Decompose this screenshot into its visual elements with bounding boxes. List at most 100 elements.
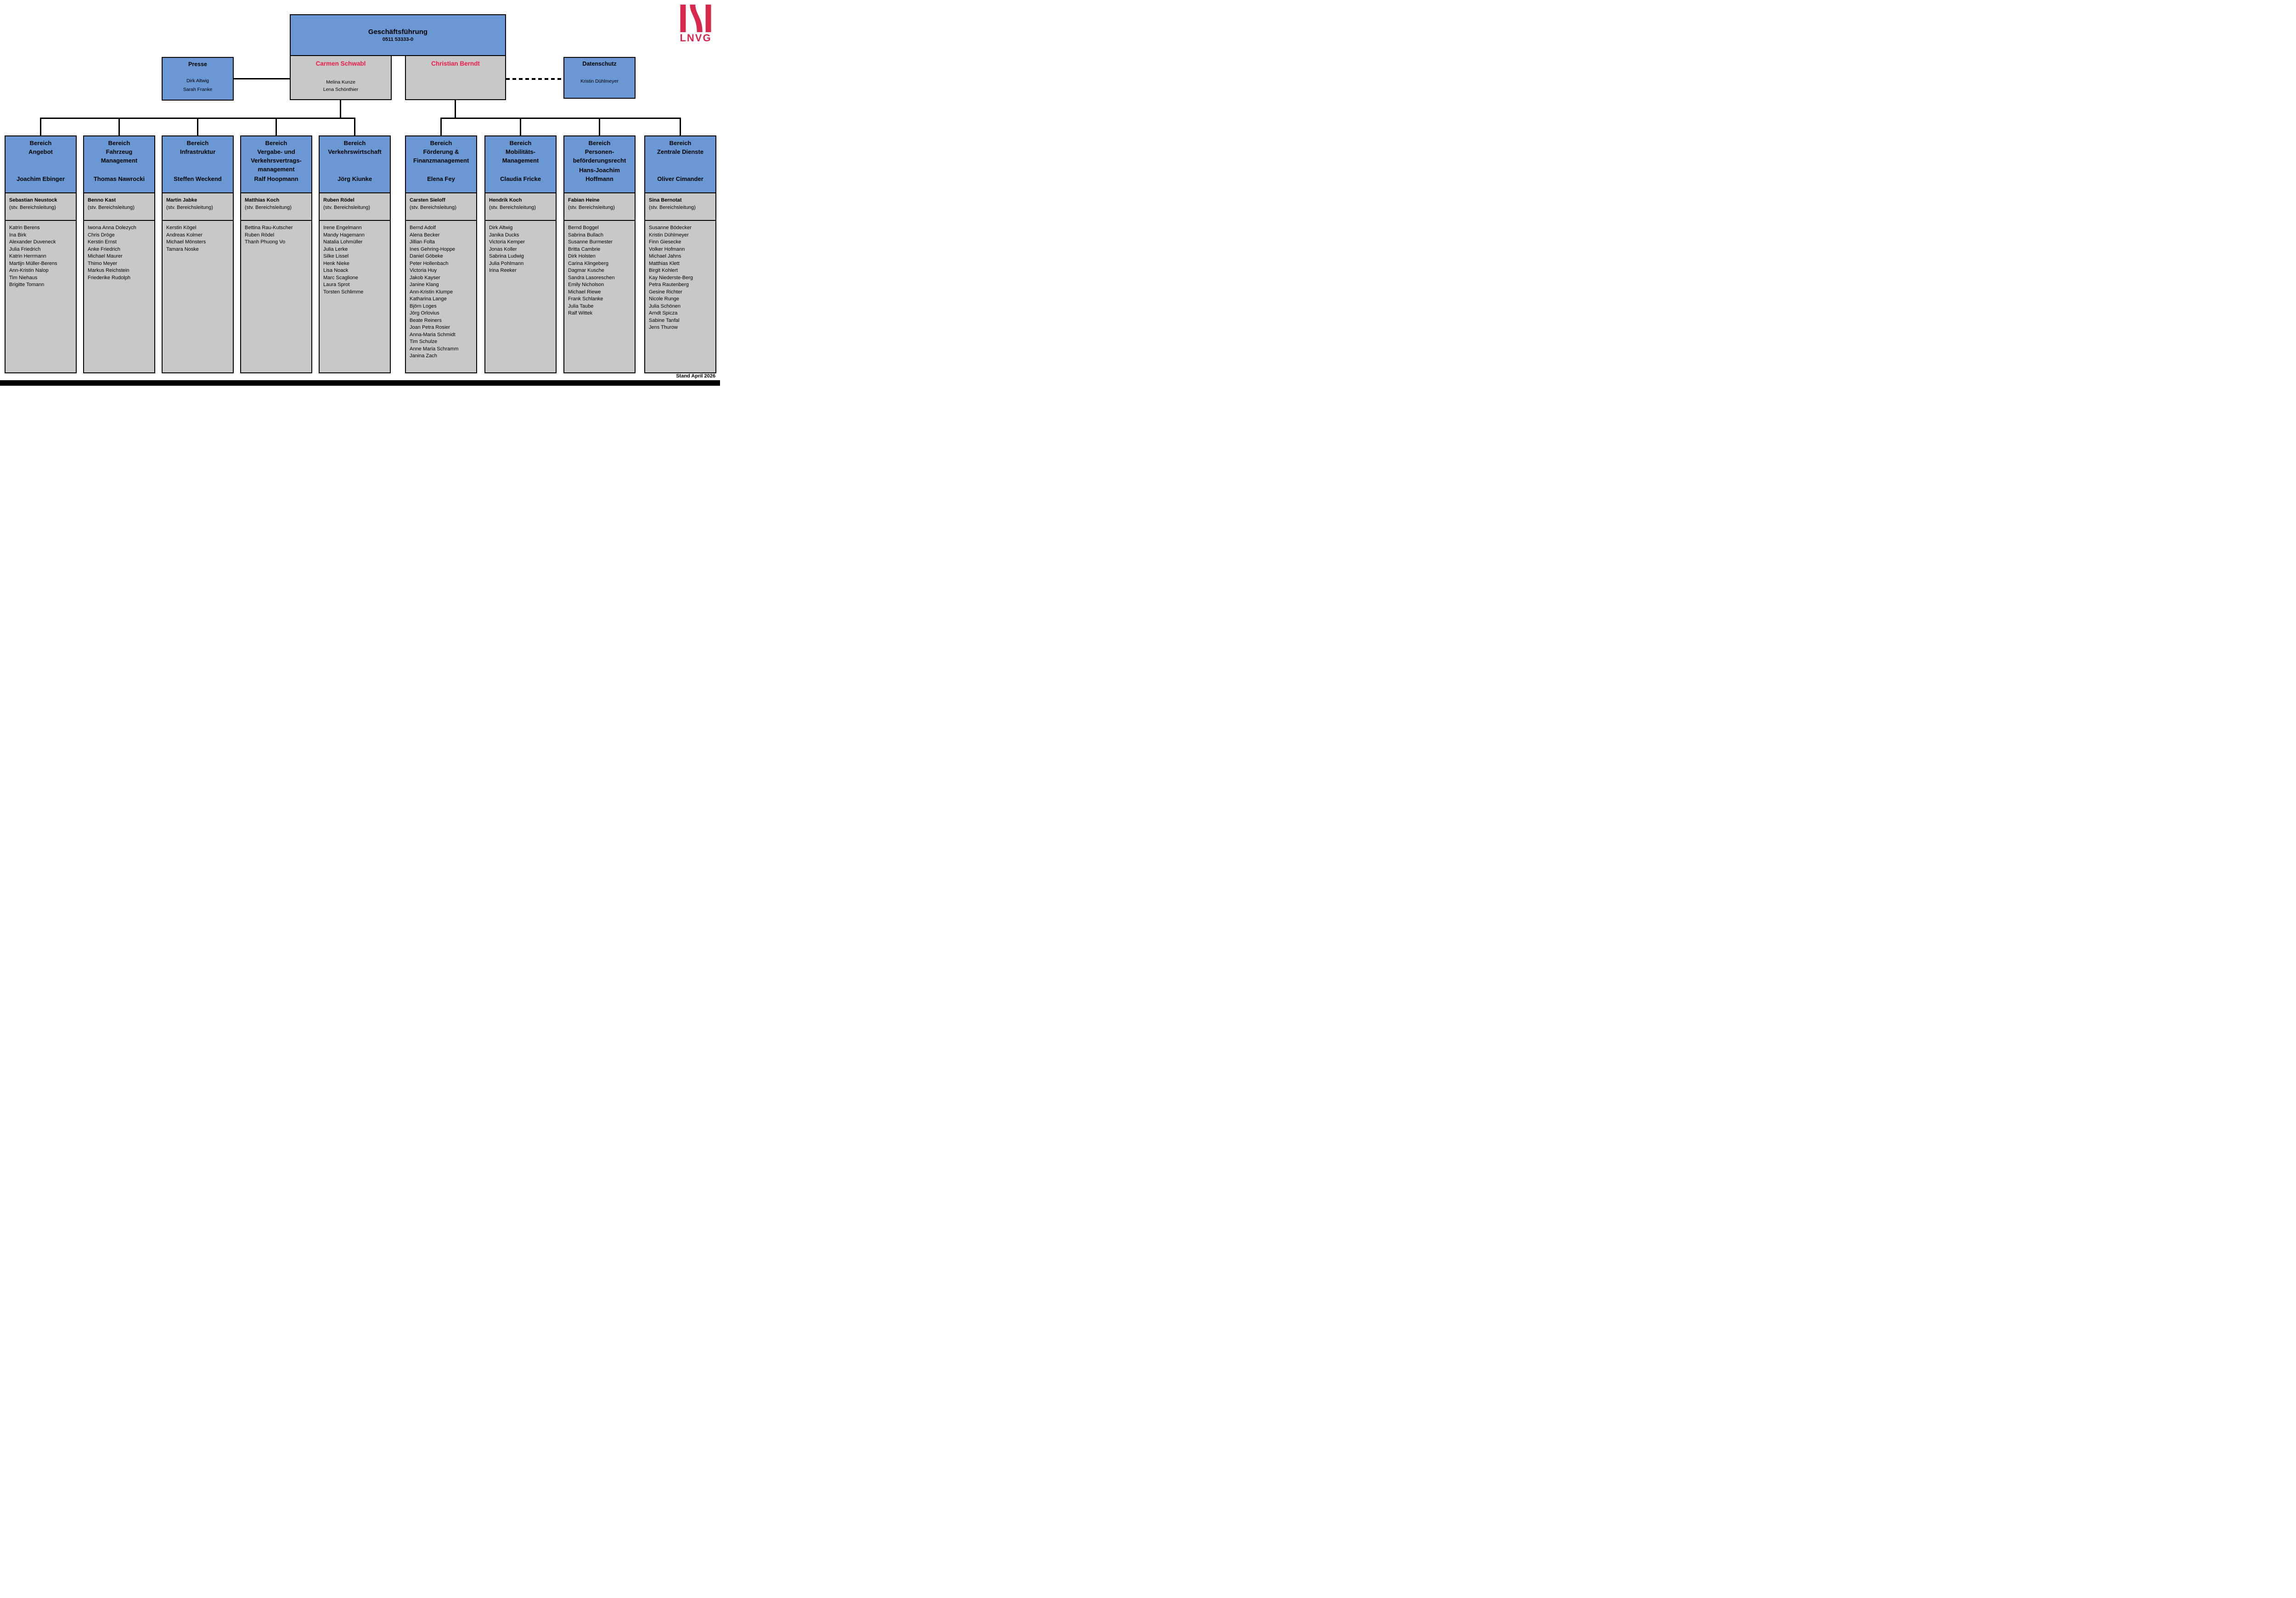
deputy-name: Fabian Heine <box>568 197 600 203</box>
department-lead: Claudia Fricke <box>500 175 541 182</box>
datenschutz-staff-list: Kristin Dühlmeyer <box>580 79 619 84</box>
datenschutz-title: Datenschutz <box>582 61 617 67</box>
department-deputy: Benno Kast (stv. Bereichsleitung) <box>83 192 155 221</box>
deputy-role: (stv. Bereichsleitung) <box>9 205 56 210</box>
deputy-role: (stv. Bereichsleitung) <box>166 205 213 210</box>
connector-drop-dept-7 <box>520 118 521 135</box>
connector-drop-dept-1 <box>40 118 41 135</box>
connector-drop-dept-9 <box>680 118 681 135</box>
lnvg-logo: LNVG <box>678 5 714 44</box>
department-lead: Steffen Weckend <box>174 175 222 182</box>
lnvg-logo-text: LNVG <box>680 32 712 44</box>
department-deputy: Fabian Heine (stv. Bereichsleitung) <box>563 192 636 221</box>
datenschutz-box: Datenschutz Kristin Dühlmeyer <box>563 57 636 99</box>
presse-title: Presse <box>188 61 207 68</box>
deputy-name: Martin Jabke <box>166 197 197 203</box>
management-box: Geschäftsführung 0511 53333-0 <box>290 14 506 56</box>
deputy-role: (stv. Bereichsleitung) <box>568 205 615 210</box>
connector-ceo2-drop <box>455 100 456 118</box>
deputy-role: (stv. Bereichsleitung) <box>410 205 456 210</box>
deputy-role: (stv. Bereichsleitung) <box>245 205 292 210</box>
connector-drop-dept-4 <box>276 118 277 135</box>
connector-drop-dept-3 <box>197 118 198 135</box>
department-lead: Elena Fey <box>427 175 455 182</box>
department-lead: Thomas Nawrocki <box>93 175 145 182</box>
department-deputy: Matthias Koch (stv. Bereichsleitung) <box>240 192 312 221</box>
department-lead: Oliver Cimander <box>657 175 703 182</box>
deputy-role: (stv. Bereichsleitung) <box>323 205 370 210</box>
deputy-name: Carsten Sieloff <box>410 197 445 203</box>
ceo-name: Carmen Schwabl <box>315 60 366 67</box>
management-phone: 0511 53333-0 <box>382 37 414 42</box>
connector-datenschutz-dashed-line <box>506 78 563 80</box>
deputy-name: Benno Kast <box>88 197 116 203</box>
connector-drop-dept-8 <box>599 118 600 135</box>
department-lead: Jörg Kiunke <box>337 175 372 182</box>
department-deputy: Carsten Sieloff (stv. Bereichsleitung) <box>405 192 477 221</box>
lnvg-logo-n-icon <box>680 5 711 32</box>
connector-drop-dept-2 <box>118 118 120 135</box>
deputy-name: Ruben Rödel <box>323 197 355 203</box>
department-lead: Joachim Ebinger <box>17 175 65 182</box>
deputy-role: (stv. Bereichsleitung) <box>88 205 135 210</box>
department-lead: Hans-Joachim Hoffmann <box>579 167 620 182</box>
stand-date-label: Stand April 2026 <box>676 373 715 379</box>
deputy-name: Matthias Koch <box>245 197 280 203</box>
department-lead: Ralf Hoopmann <box>254 175 298 182</box>
connector-drop-dept-5 <box>354 118 355 135</box>
bottom-black-bar <box>0 380 720 386</box>
department-deputy: Hendrik Koch (stv. Bereichsleitung) <box>484 192 557 221</box>
deputy-role: (stv. Bereichsleitung) <box>649 205 696 210</box>
department-deputy: Martin Jabke (stv. Bereichsleitung) <box>162 192 234 221</box>
connector-ceo1-drop <box>340 100 341 118</box>
deputy-name: Sina Bernotat <box>649 197 682 203</box>
management-title: Geschäftsführung <box>368 28 428 36</box>
department-deputy: Sebastian Neustock (stv. Bereichsleitung… <box>5 192 77 221</box>
connector-presse-line <box>234 78 290 79</box>
deputy-name: Hendrik Koch <box>489 197 522 203</box>
connector-right-trunk <box>440 118 681 119</box>
department-deputy: Sina Bernotat (stv. Bereichsleitung) <box>644 192 716 221</box>
deputy-role: (stv. Bereichsleitung) <box>489 205 536 210</box>
ceo-box-christian-berndt: Christian Berndt <box>405 55 506 100</box>
department-deputy: Ruben Rödel (stv. Bereichsleitung) <box>319 192 391 221</box>
